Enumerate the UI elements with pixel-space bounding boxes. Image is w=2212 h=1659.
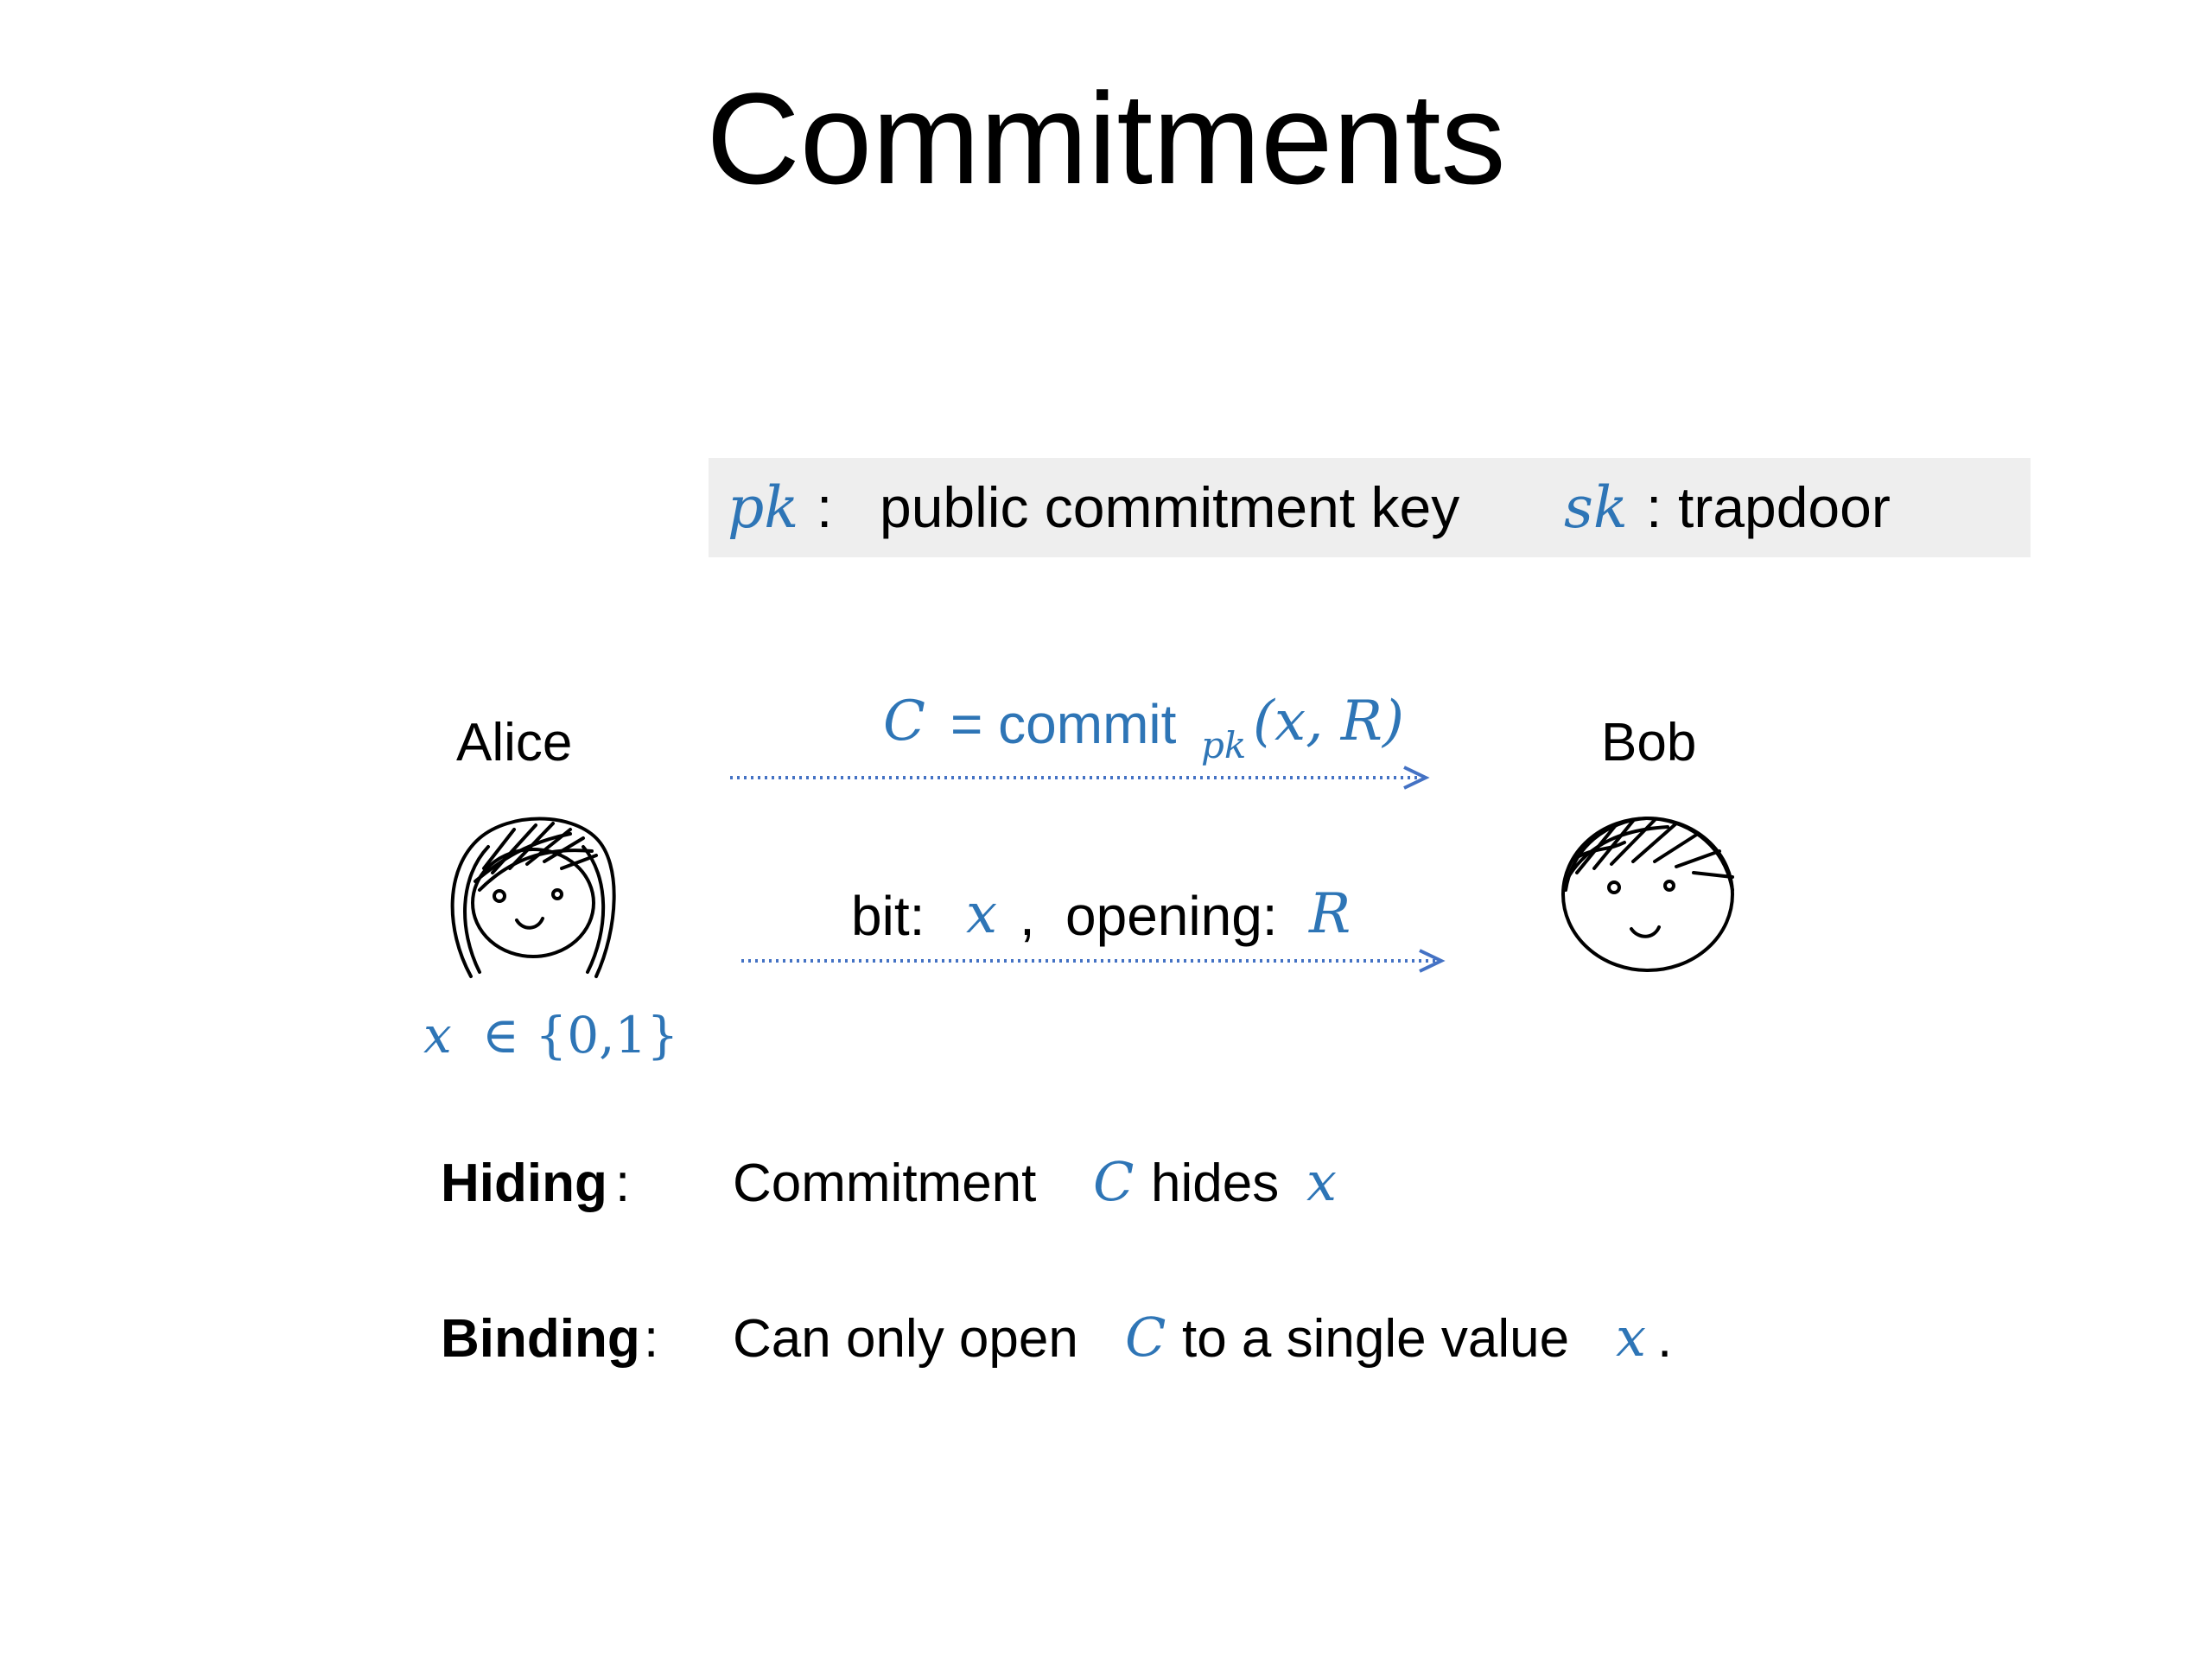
binding-text-single-value: to a single value — [1182, 1309, 1570, 1369]
open-bit-var: x — [966, 882, 998, 946]
hiding-colon: : — [615, 1154, 631, 1213]
binding-label: Binding — [441, 1309, 640, 1369]
hiding-text-commitment: Commitment — [733, 1154, 1037, 1213]
alice-bit-set: ∈ {0,1} — [482, 1006, 679, 1065]
alice-bit-var: x — [423, 1006, 452, 1065]
binding-colon: : — [644, 1309, 659, 1369]
binding-var-c: C — [1125, 1306, 1166, 1369]
bob-label: Bob — [1601, 713, 1697, 772]
alice-label: Alice — [456, 713, 573, 772]
commit-function: = commit — [950, 693, 1177, 755]
binding-text-can-only-open: Can only open — [733, 1309, 1078, 1369]
hiding-var-x: x — [1306, 1150, 1337, 1213]
sk-symbol: sk — [1564, 474, 1628, 541]
binding-var-x: x — [1616, 1306, 1646, 1369]
bob-face-icon — [1561, 816, 1734, 972]
slide-title: Commitments — [706, 66, 1506, 211]
commit-arrow — [730, 766, 1430, 790]
commit-var-c: C — [883, 690, 925, 753]
pk-symbol: pk — [728, 474, 799, 541]
commit-subscript: pk — [1201, 724, 1247, 766]
commit-args: (x, R) — [1253, 690, 1404, 753]
open-opening-label: opening: — [1065, 885, 1278, 947]
open-arrow — [741, 949, 1446, 973]
pk-colon: : — [817, 475, 833, 539]
pk-description: public commitment key — [880, 475, 1460, 539]
hiding-var-c: C — [1093, 1150, 1135, 1213]
sk-colon: : — [1646, 475, 1662, 539]
binding-period: . — [1657, 1309, 1673, 1369]
hiding-label: Hiding — [441, 1154, 607, 1213]
open-opening-var: R — [1309, 882, 1351, 946]
alice-face-icon — [450, 817, 616, 978]
hiding-text-hides: hides — [1151, 1154, 1280, 1213]
key-definition-box — [709, 458, 2031, 557]
sk-description: trapdoor — [1678, 475, 1891, 539]
open-bit-label: bit: — [851, 885, 925, 947]
open-comma: , — [1020, 885, 1035, 947]
